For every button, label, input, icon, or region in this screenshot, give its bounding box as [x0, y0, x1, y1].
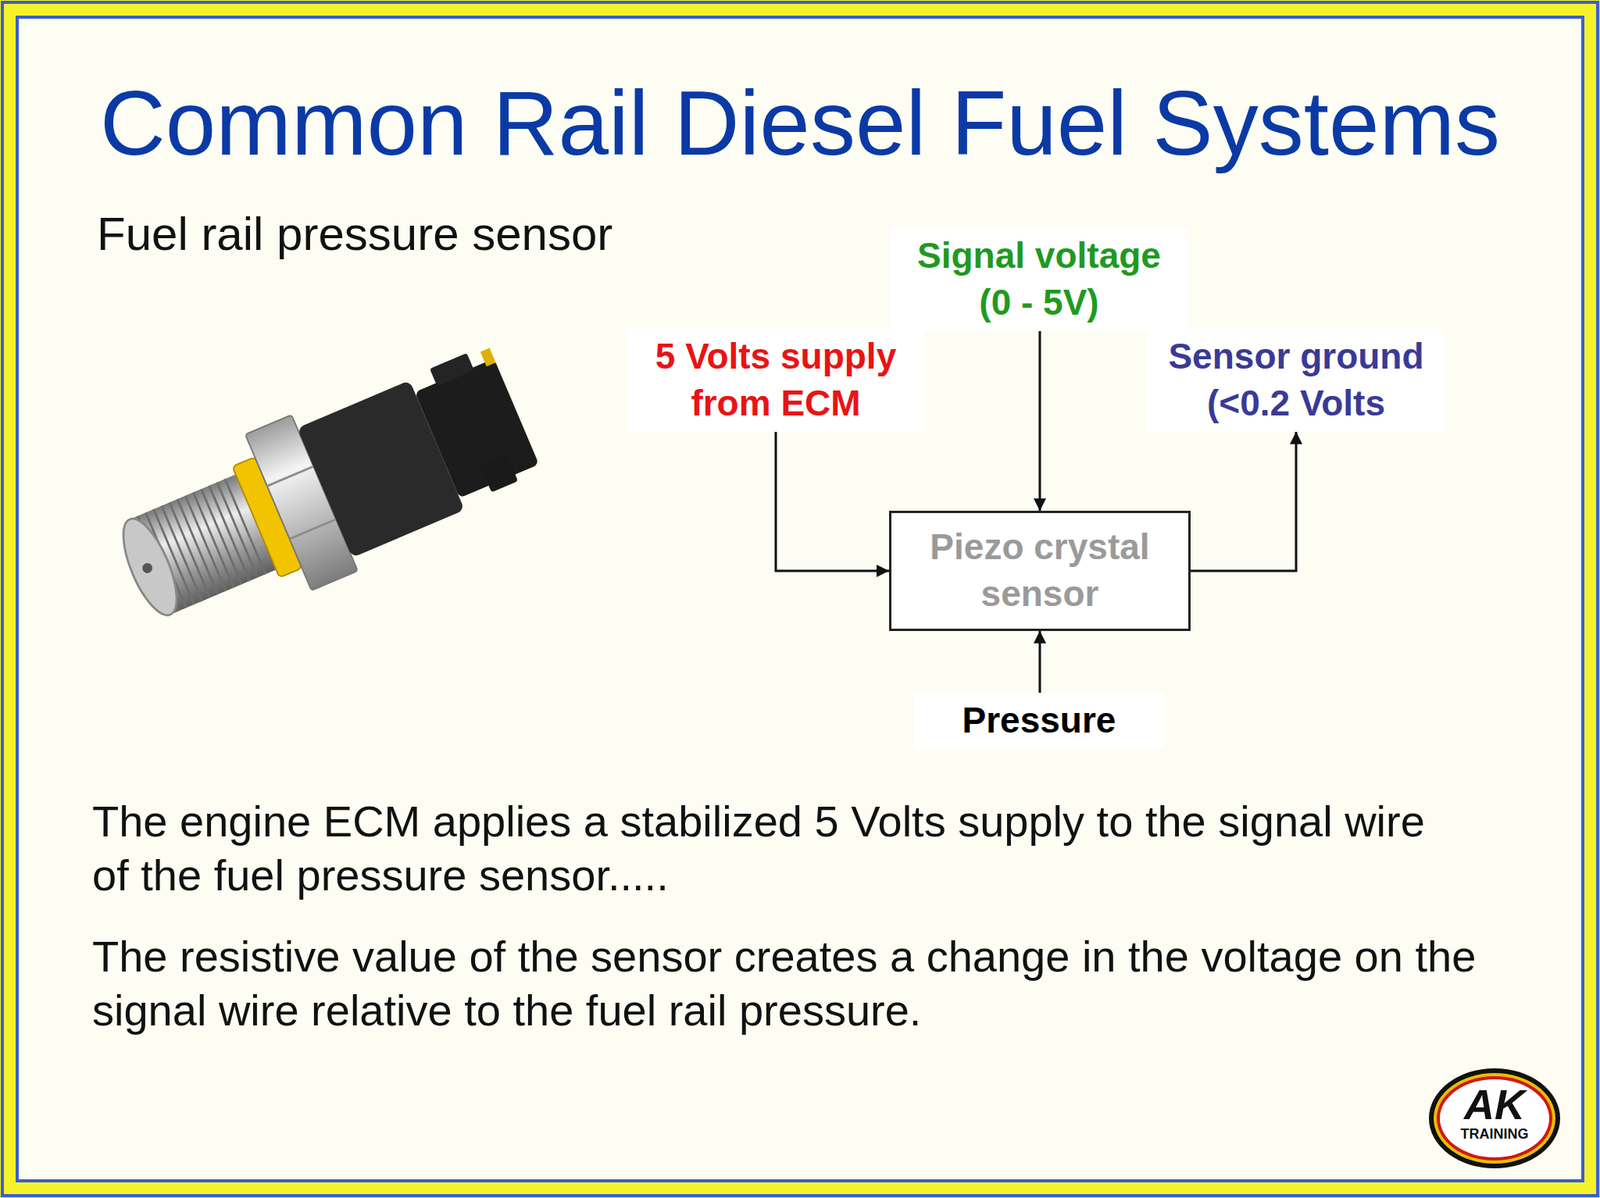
signal-voltage-label: Signal voltage (0 - 5V) [890, 228, 1188, 332]
connector-latch [429, 353, 475, 386]
connector-arrow [1039, 331, 1042, 511]
part-name: Fuel rail pressure sensor [96, 207, 613, 261]
connector-tab [480, 348, 497, 368]
connector-housing [414, 358, 540, 499]
logo-face [1439, 1079, 1550, 1158]
slide-title: Common Rail Diesel Fuel Systems [0, 71, 1600, 176]
connector-arrow [1039, 631, 1042, 693]
node-text: Signal voltage (0 - 5V) [898, 232, 1180, 327]
logo-red-ring [1436, 1076, 1553, 1161]
logo-yellow-ring [1433, 1073, 1556, 1165]
connector-arrow [775, 432, 890, 572]
sensor-ground-label: Sensor ground (<0.2 Volts [1147, 328, 1445, 433]
note-text: The engine ECM applies a stabilized 5 Vo… [92, 794, 1456, 903]
slide-panel [17, 17, 1583, 1182]
connector-key [480, 454, 518, 493]
supply-voltage-label: 5 Volts supply from ECM [627, 328, 925, 433]
connector-arrow [1190, 432, 1297, 572]
node-text: Piezo crystal sensor [922, 524, 1158, 618]
node-text: Sensor ground (<0.2 Volts [1155, 333, 1437, 428]
logo-text: TRAINING [1460, 1126, 1529, 1143]
logo-outer-ring [1428, 1068, 1561, 1169]
logo-text: AK [1464, 1080, 1525, 1129]
training-logo [1428, 1068, 1561, 1169]
node-text: Pressure [921, 697, 1157, 745]
sensor-port [140, 561, 154, 575]
sensor-tip-face [112, 512, 188, 623]
pressure-label: Pressure [914, 692, 1165, 750]
node-text: 5 Volts supply from ECM [635, 333, 917, 428]
pressure-sensor-illustration [100, 333, 550, 653]
note-text: The resistive value of the sensor create… [92, 929, 1538, 1038]
piezo-sensor-box: Piezo crystal sensor [889, 510, 1191, 632]
